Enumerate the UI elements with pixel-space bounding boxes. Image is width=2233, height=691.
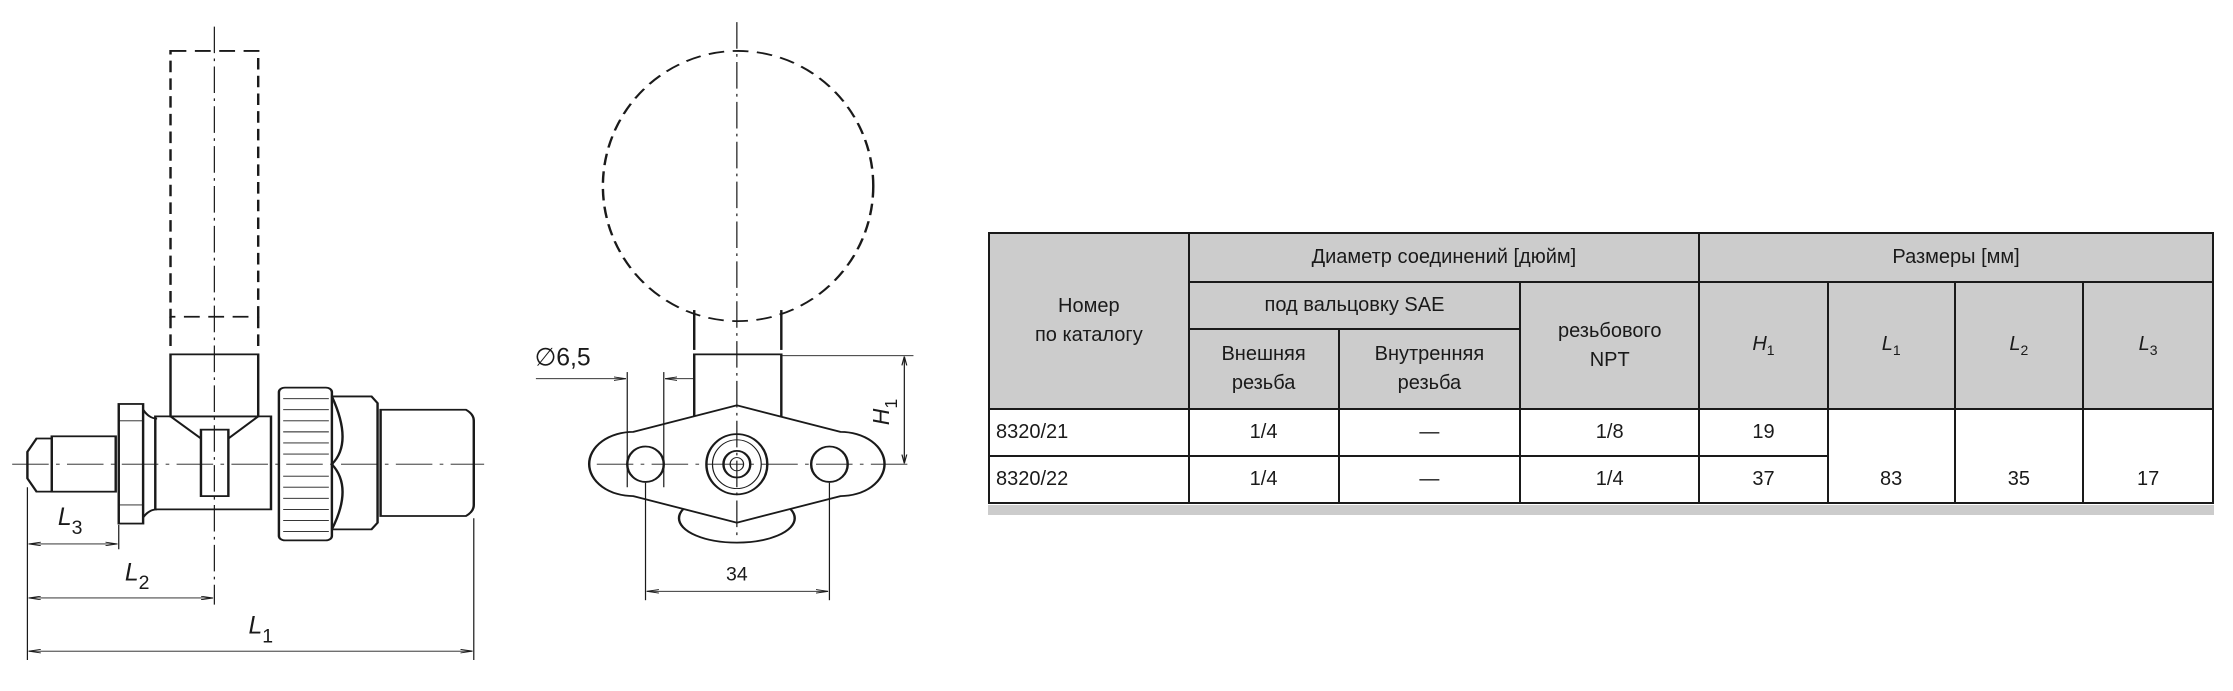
hole-diameter-label: ∅6,5 — [535, 344, 591, 371]
cell-L1: 83 — [1826, 408, 1956, 504]
cell-internal: — — [1337, 408, 1522, 457]
hex-nut — [330, 395, 379, 531]
header-H1: H1 — [1698, 281, 1829, 410]
front-view: H1 ∅6,5 34 — [535, 22, 914, 601]
dim-L2-label: L2 — [125, 559, 150, 594]
dim-H1-label: H1 — [868, 399, 901, 425]
header-L3: L3 — [2082, 281, 2214, 410]
dim-L3-label: L3 — [58, 504, 83, 539]
header-connection-diameter: Диаметр соединений [дюйм] — [1187, 232, 1701, 283]
cell-external: 1/4 — [1187, 408, 1340, 457]
valve-body — [154, 415, 273, 511]
hole-spacing-label: 34 — [726, 563, 748, 585]
header-L2: L2 — [1953, 281, 2085, 410]
header-dimensions: Размеры [мм] — [1698, 232, 2214, 283]
cell-external: 1/4 — [1187, 455, 1340, 504]
table-row: 8320/22 1/4 — 1/4 37 — [988, 455, 2213, 504]
table-row: 8320/21 1/4 — 1/8 19 83 35 17 — [988, 408, 2214, 504]
valve-technical-drawing: L3 L2 L1 H1 ∅6,5 34 — [12, 22, 914, 660]
gauge-dial-dashed — [601, 50, 875, 323]
cell-catalog: 8320/22 — [988, 455, 1190, 504]
outlet-cylinder — [379, 408, 475, 517]
cell-npt: 1/8 — [1519, 408, 1701, 457]
dim-L1-label: L1 — [248, 612, 273, 647]
header-L1: L1 — [1826, 281, 1956, 410]
cell-H1: 19 — [1698, 408, 1829, 457]
flare-fitting — [50, 435, 117, 493]
header-sae-flare: под вальцовку SAE — [1187, 281, 1522, 330]
cell-npt: 1/4 — [1519, 455, 1701, 504]
cell-H1: 37 — [1698, 455, 1829, 504]
cell-L3: 17 — [2082, 408, 2214, 504]
cell-L2: 35 — [1953, 408, 2085, 504]
table-footer-bar — [988, 505, 2214, 515]
cell-catalog: 8320/21 — [988, 408, 1190, 457]
cell-internal: — — [1337, 455, 1522, 504]
side-view: L3 L2 L1 — [12, 26, 485, 660]
